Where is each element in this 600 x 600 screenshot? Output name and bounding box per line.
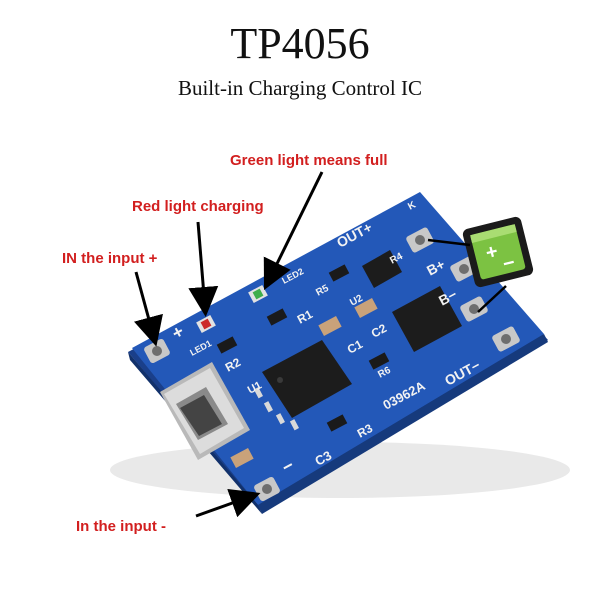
ic-u1: [253, 340, 352, 431]
ic-sot: [362, 250, 402, 288]
callout-in-minus: In the input -: [76, 518, 166, 535]
battery-minus: −: [501, 252, 518, 276]
page-subtitle: Built-in Charging Control IC: [177, 76, 423, 100]
callout-arrows: [134, 171, 324, 518]
pad-out-plus: [406, 227, 434, 253]
silk-u1: U1: [246, 379, 264, 396]
silk-r5: R5: [314, 283, 331, 299]
ic-u2: [392, 286, 462, 352]
callout-green-light: Green light means full: [230, 152, 388, 169]
silk-c3: C3: [312, 448, 334, 469]
silk-r1: R1: [295, 307, 315, 327]
silk-r3: R3: [355, 421, 375, 441]
callout-red-light: Red light charging: [132, 198, 264, 215]
arrow-in-minus: [195, 488, 261, 518]
silk-b-plus: B+: [424, 256, 448, 279]
silk-u2: U2: [348, 293, 365, 309]
silk-c1: C1: [345, 337, 365, 357]
led2-green: [248, 284, 268, 304]
battery-icon: + −: [462, 216, 534, 288]
silk-r2: R2: [223, 355, 243, 375]
arrow-red-light: [188, 221, 219, 317]
pad-out-minus: [492, 326, 520, 352]
arrow-in-plus: [134, 271, 163, 347]
battery-leads: [427, 238, 507, 313]
pad-in-minus: [254, 476, 280, 502]
silk-r4: R4: [388, 251, 405, 267]
arrow-green-light: [263, 171, 324, 291]
passive-components: [216, 264, 390, 432]
battery-plus: +: [483, 240, 500, 264]
capacitors: [230, 298, 378, 468]
page-title: TP4056: [230, 19, 370, 68]
silk-r6: R6: [376, 365, 393, 381]
pad-b-minus: [460, 296, 488, 322]
silk-b-minus: B−: [436, 286, 460, 309]
led1-red: [196, 314, 216, 334]
callout-in-plus: IN the input +: [62, 250, 158, 267]
silk-c2: C2: [369, 321, 389, 341]
micro-usb-connector: [160, 362, 250, 460]
